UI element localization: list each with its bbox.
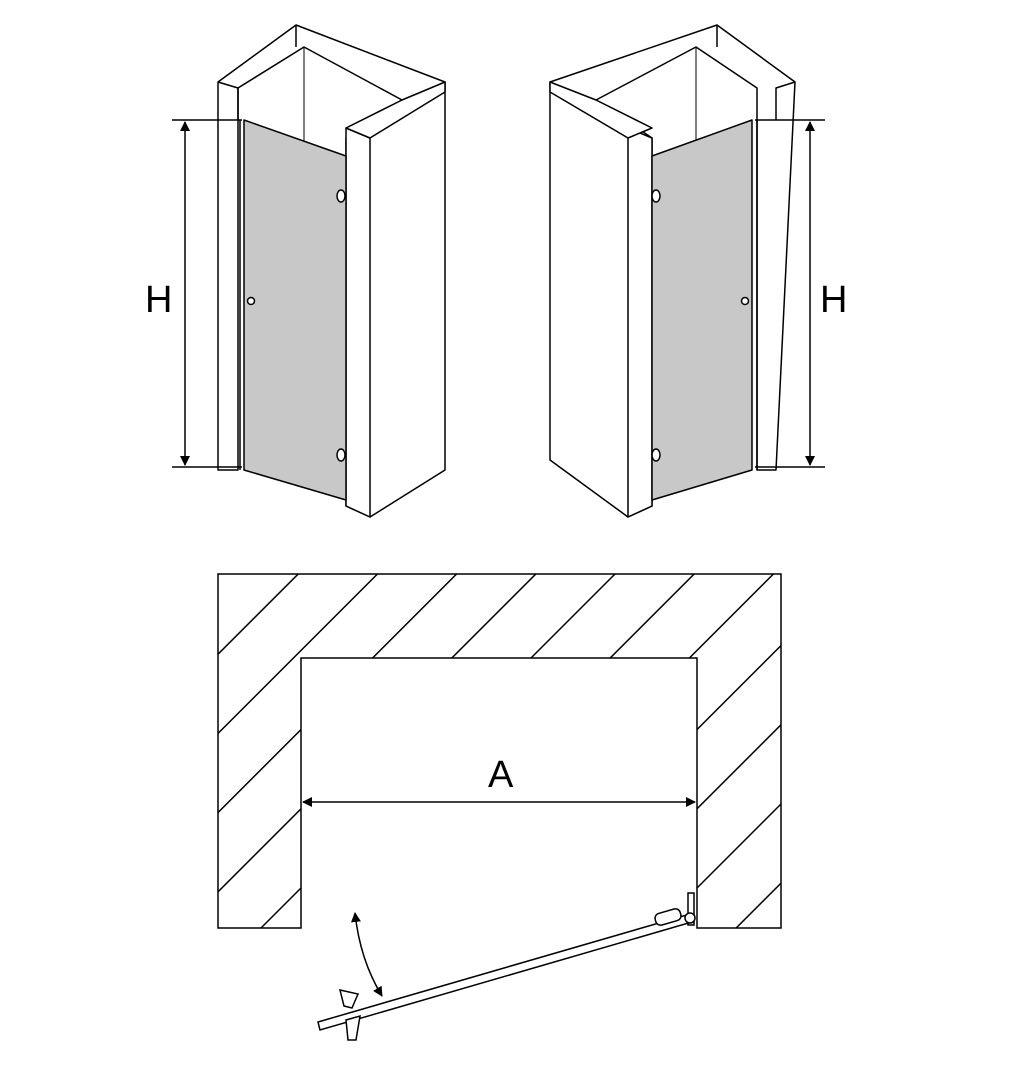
door-hinge-pin — [684, 912, 696, 924]
door-hinge-plate — [654, 908, 682, 926]
left-height-label: H — [145, 279, 172, 321]
right-niche-pillar-top — [549, 81, 653, 139]
right-niche-isometric — [549, 24, 796, 518]
door-knob-outer — [338, 989, 360, 1009]
door-hinge-bracket — [687, 892, 695, 926]
right-door-hinge-bottom — [651, 448, 661, 462]
right-door-hinge-top — [651, 189, 661, 203]
right-niche-top-cap — [775, 81, 796, 120]
left-door-hinge-top — [336, 189, 346, 203]
door-swing-arrow — [350, 912, 383, 997]
right-height-dimension — [755, 119, 825, 468]
left-niche-pillar-top — [345, 81, 446, 139]
left-door-handle — [246, 296, 256, 306]
right-glass-door — [651, 119, 753, 501]
left-niche-isometric — [217, 24, 446, 518]
left-height-dimension — [172, 119, 242, 468]
right-height-label: H — [820, 279, 847, 321]
left-niche-pillar-front — [345, 127, 371, 518]
plan-view: A — [217, 573, 782, 1041]
left-niche-top-cap — [217, 81, 239, 120]
width-label: A — [488, 754, 514, 796]
door-knob-inner — [345, 1014, 361, 1041]
left-door-hinge-bottom — [336, 448, 346, 462]
plan-wall-hatched — [217, 573, 782, 929]
door-glass-panel — [317, 913, 693, 1031]
right-niche-pillar-front — [627, 127, 653, 518]
left-glass-door — [243, 119, 347, 501]
open-door-panel — [317, 892, 696, 1041]
right-door-handle — [740, 296, 750, 306]
